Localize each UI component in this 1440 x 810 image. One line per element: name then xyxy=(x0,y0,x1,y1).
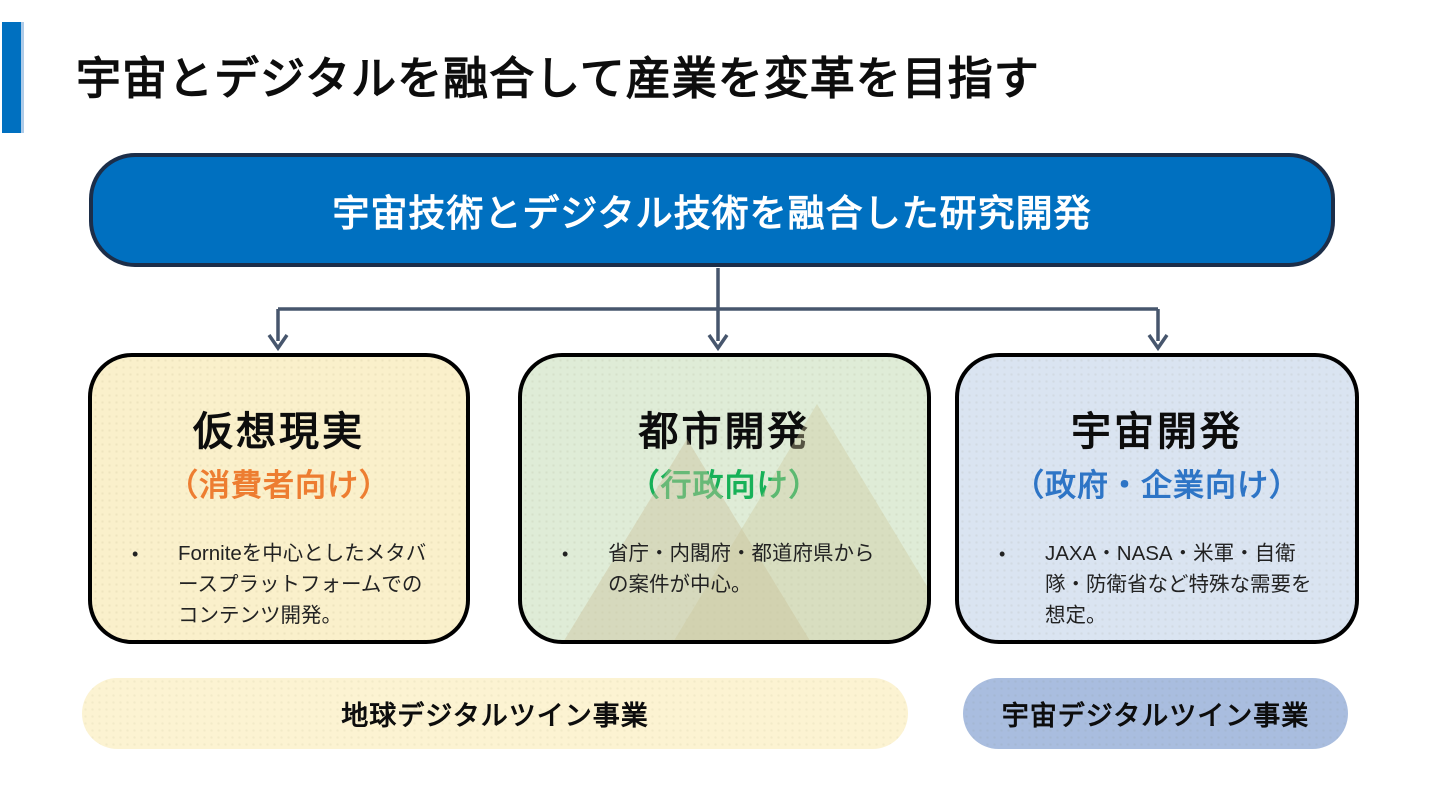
card-virtual-reality: 仮想現実 （消費者向け） • Forniteを中心としたメタバースプラットフォー… xyxy=(88,353,470,644)
card-bullet-item: • JAXA・NASA・米軍・自衛隊・防衛省など特殊な需要を想定。 xyxy=(999,539,1329,631)
slide-accent-bar xyxy=(2,22,24,133)
card-bullet-item: • Forniteを中心としたメタバースプラットフォームでのコンテンツ開発。 xyxy=(132,539,440,631)
footer-space-digital-twin: 宇宙デジタルツイン事業 xyxy=(963,678,1348,749)
arrowhead-center xyxy=(707,334,729,352)
footer-earth-digital-twin: 地球デジタルツイン事業 xyxy=(82,678,908,749)
footer-label: 地球デジタルツイン事業 xyxy=(341,701,649,731)
bullet-icon: • xyxy=(562,544,569,564)
bullet-icon: • xyxy=(132,544,139,564)
bullet-icon: • xyxy=(999,544,1006,564)
bullet-text: JAXA・NASA・米軍・自衛隊・防衛省など特殊な需要を想定。 xyxy=(1045,542,1312,627)
card-subtitle: （消費者向け） xyxy=(167,468,391,503)
arrowhead-left xyxy=(267,334,289,352)
bullet-text: Forniteを中心としたメタバースプラットフォームでのコンテンツ開発。 xyxy=(178,542,427,627)
card-subtitle: （政府・企業向け） xyxy=(1013,468,1301,503)
card-heading: 仮想現実 xyxy=(193,410,365,454)
card-subtitle: （行政向け） xyxy=(628,468,821,503)
bullet-text: 省庁・内閣府・都道府県からの案件が中心。 xyxy=(608,542,875,596)
research-banner: 宇宙技術とデジタル技術を融合した研究開発 xyxy=(89,153,1335,267)
arrowhead-right xyxy=(1147,334,1169,352)
card-heading: 都市開発 xyxy=(638,410,811,454)
card-heading: 宇宙開発 xyxy=(1071,410,1243,454)
card-space-development: 宇宙開発 （政府・企業向け） • JAXA・NASA・米軍・自衛隊・防衛省など特… xyxy=(955,353,1359,644)
research-banner-label: 宇宙技術とデジタル技術を融合した研究開発 xyxy=(332,193,1092,234)
page-title: 宇宙とデジタルを融合して産業を変革を目指す xyxy=(76,53,1040,104)
footer-label: 宇宙デジタルツイン事業 xyxy=(1001,701,1310,731)
card-urban-development: 都市開発 （行政向け） • 省庁・内閣府・都道府県からの案件が中心。 xyxy=(518,353,931,644)
card-bullet-item: • 省庁・内閣府・都道府県からの案件が中心。 xyxy=(562,539,901,601)
